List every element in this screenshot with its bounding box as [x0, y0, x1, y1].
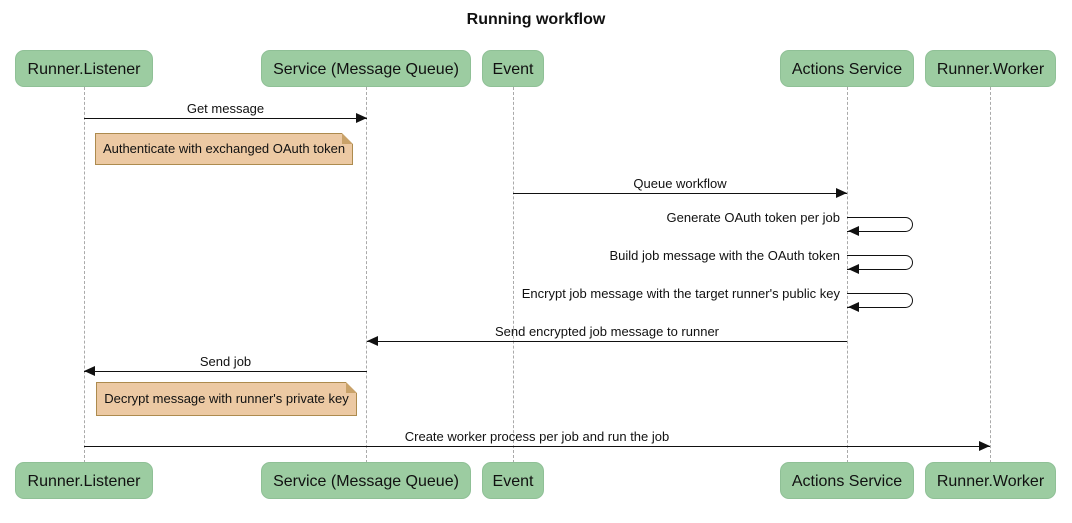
actor-service-message-queue-top: Service (Message Queue)	[261, 50, 471, 87]
note-decrypt-text: Decrypt message with runner's private ke…	[104, 391, 349, 406]
message-line-get-message	[84, 118, 367, 119]
arrowhead-left-icon	[848, 302, 859, 312]
arrowhead-left-icon	[848, 264, 859, 274]
note-authenticate: Authenticate with exchanged OAuth token	[95, 133, 353, 165]
actor-actions-service-top: Actions Service	[780, 50, 914, 87]
actor-runner-worker-top: Runner.Worker	[925, 50, 1056, 87]
note-fold-icon	[346, 382, 357, 393]
actor-runner-listener-bottom: Runner.Listener	[15, 462, 153, 499]
arrowhead-left-icon	[848, 226, 859, 236]
note-authenticate-text: Authenticate with exchanged OAuth token	[102, 141, 346, 156]
actor-service-message-queue-bottom: Service (Message Queue)	[261, 462, 471, 499]
message-line-create-worker	[84, 446, 990, 447]
self-loop-encrypt-job	[847, 293, 913, 308]
message-label-send-job: Send job	[199, 354, 252, 369]
message-label-encrypt-job: Encrypt job message with the target runn…	[521, 286, 840, 301]
actor-event-bottom: Event	[482, 462, 544, 499]
actor-runner-worker-bottom: Runner.Worker	[925, 462, 1056, 499]
message-line-send-job	[84, 371, 367, 372]
self-loop-build-job	[847, 255, 913, 270]
message-label-send-encrypted: Send encrypted job message to runner	[494, 324, 720, 339]
actor-actions-service-bottom: Actions Service	[780, 462, 914, 499]
lifeline-runner-worker	[990, 87, 991, 463]
actor-event-top: Event	[482, 50, 544, 87]
lifeline-event	[513, 87, 514, 463]
arrowhead-left-icon	[84, 366, 95, 376]
message-line-send-encrypted	[367, 341, 847, 342]
lifeline-service-message-queue	[366, 87, 367, 463]
message-label-create-worker: Create worker process per job and run th…	[404, 429, 670, 444]
lifeline-runner-listener	[84, 87, 85, 463]
message-label-get-message: Get message	[186, 101, 265, 116]
diagram-title: Running workflow	[466, 11, 606, 28]
note-decrypt: Decrypt message with runner's private ke…	[96, 382, 357, 416]
arrowhead-right-icon	[979, 441, 990, 451]
arrowhead-left-icon	[367, 336, 378, 346]
message-label-build-job: Build job message with the OAuth token	[609, 248, 840, 263]
arrowhead-right-icon	[836, 188, 847, 198]
message-label-generate-token: Generate OAuth token per job	[666, 210, 840, 225]
message-line-queue-workflow	[513, 193, 847, 194]
lifeline-actions-service	[847, 87, 848, 463]
self-loop-generate-token	[847, 217, 913, 232]
actor-runner-listener-top: Runner.Listener	[15, 50, 153, 87]
note-fold-icon	[342, 133, 353, 144]
arrowhead-right-icon	[356, 113, 367, 123]
message-label-queue-workflow: Queue workflow	[633, 176, 727, 191]
